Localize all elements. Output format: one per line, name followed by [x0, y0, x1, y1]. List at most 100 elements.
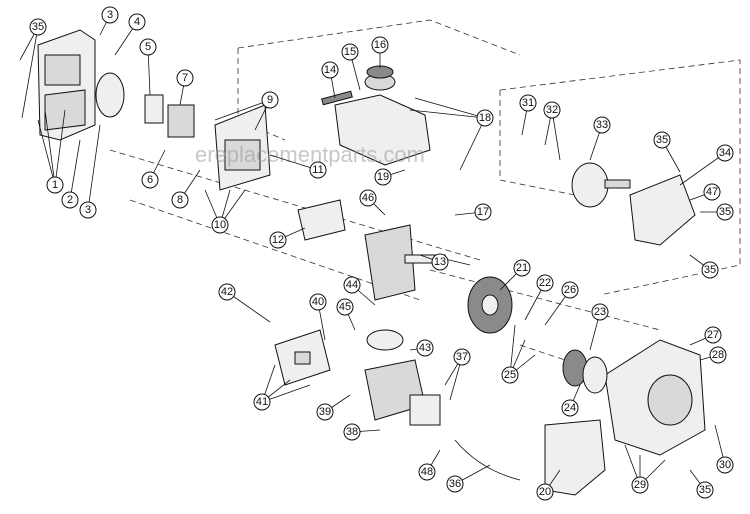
callout-number: 2	[67, 194, 73, 206]
callout-leader	[87, 124, 101, 211]
callout-26: 26	[544, 281, 579, 326]
callout-number: 35	[704, 264, 716, 276]
callout-39: 39	[316, 394, 351, 421]
callout-number: 13	[434, 256, 446, 268]
callout-8: 8	[171, 169, 201, 209]
callout-27: 27	[689, 326, 722, 346]
callout-number: 38	[346, 426, 358, 438]
callout-number: 33	[596, 119, 608, 131]
callout-number: 15	[344, 46, 356, 58]
clutch-drum	[571, 162, 631, 208]
callout-number: 16	[374, 39, 386, 51]
callout-circle	[716, 144, 734, 162]
callout-circle	[46, 176, 64, 194]
callout-18: 18	[409, 97, 494, 171]
callout-32: 32	[543, 101, 561, 161]
callout-number: 36	[449, 478, 461, 490]
callout-circle	[709, 346, 727, 364]
callout-circle	[371, 36, 389, 54]
callout-circle	[29, 18, 47, 36]
callout-circle	[431, 253, 449, 271]
callout-number: 35	[719, 206, 731, 218]
callout-number: 23	[594, 306, 606, 318]
callout-45: 45	[336, 298, 356, 331]
clutch-housing	[629, 174, 696, 246]
callout-17: 17	[454, 203, 492, 221]
callout-19: 19	[374, 168, 406, 186]
callout-circle	[171, 191, 189, 209]
callout-circle	[591, 303, 609, 321]
callout-circle	[139, 38, 157, 56]
callout-29: 29	[624, 444, 666, 494]
callout-number: 26	[564, 284, 576, 296]
callout-circle	[716, 203, 734, 221]
callout-circle	[593, 116, 611, 134]
callout-number: 44	[346, 279, 358, 291]
callout-4: 4	[114, 13, 146, 56]
callout-leader	[21, 26, 39, 119]
callout-7: 7	[176, 69, 194, 106]
callout-circle	[501, 366, 519, 384]
callout-6: 6	[141, 149, 166, 189]
callout-number: 40	[312, 296, 324, 308]
callout-number: 8	[177, 194, 183, 206]
callout-circle	[253, 393, 271, 411]
fuel-tank	[321, 65, 431, 166]
callout-34: 34	[679, 144, 734, 186]
crankcase-shaft	[364, 224, 471, 301]
callout-number: 35	[32, 21, 44, 33]
callout-circle	[416, 339, 434, 357]
callout-number: 22	[539, 277, 551, 289]
callout-1: 1	[37, 109, 66, 194]
callout-number: 21	[516, 262, 528, 274]
callout-16: 16	[371, 36, 389, 68]
callout-41: 41	[253, 364, 311, 411]
callout-leader	[69, 139, 81, 201]
engine-cover-housing	[37, 29, 125, 141]
callout-number: 39	[319, 406, 331, 418]
callout-circle	[101, 6, 119, 24]
callout-number: 14	[324, 64, 336, 76]
ignition-module	[409, 394, 441, 426]
callout-circle	[701, 261, 719, 279]
callout-10: 10	[204, 189, 246, 234]
callout-number: 28	[712, 349, 724, 361]
callout-number: 5	[145, 41, 151, 53]
callout-circle	[261, 91, 279, 109]
callout-number: 17	[477, 206, 489, 218]
callout-36: 36	[446, 464, 491, 493]
callout-circle	[536, 483, 554, 501]
callout-20: 20	[536, 469, 561, 501]
callout-number: 37	[456, 351, 468, 363]
callout-circle	[704, 326, 722, 344]
flywheel	[467, 276, 513, 334]
callout-circle	[79, 201, 97, 219]
callout-9: 9	[214, 91, 279, 131]
callout-number: 35	[656, 134, 668, 146]
callout-35: 35	[653, 131, 681, 173]
callout-number: 41	[256, 396, 268, 408]
callout-35: 35	[19, 18, 47, 119]
callout-circle	[309, 161, 327, 179]
callout-circle	[269, 231, 287, 249]
callout-42: 42	[218, 283, 271, 323]
callout-31: 31	[519, 94, 537, 136]
callout-40: 40	[309, 293, 327, 341]
callout-circle	[513, 259, 531, 277]
callout-number: 18	[479, 112, 491, 124]
callout-21: 21	[499, 259, 531, 291]
callout-44: 44	[343, 276, 376, 306]
callout-circle	[374, 168, 392, 186]
callout-3: 3	[79, 124, 101, 219]
carburetor-assembly	[144, 94, 271, 191]
callout-circle	[316, 403, 334, 421]
callout-number: 35	[699, 484, 711, 496]
callout-13: 13	[419, 253, 449, 271]
callout-leader	[54, 109, 66, 186]
callout-leader	[44, 109, 56, 186]
callout-circle	[474, 203, 492, 221]
callout-circle	[653, 131, 671, 149]
callout-number: 31	[522, 97, 534, 109]
callout-number: 10	[214, 219, 226, 231]
